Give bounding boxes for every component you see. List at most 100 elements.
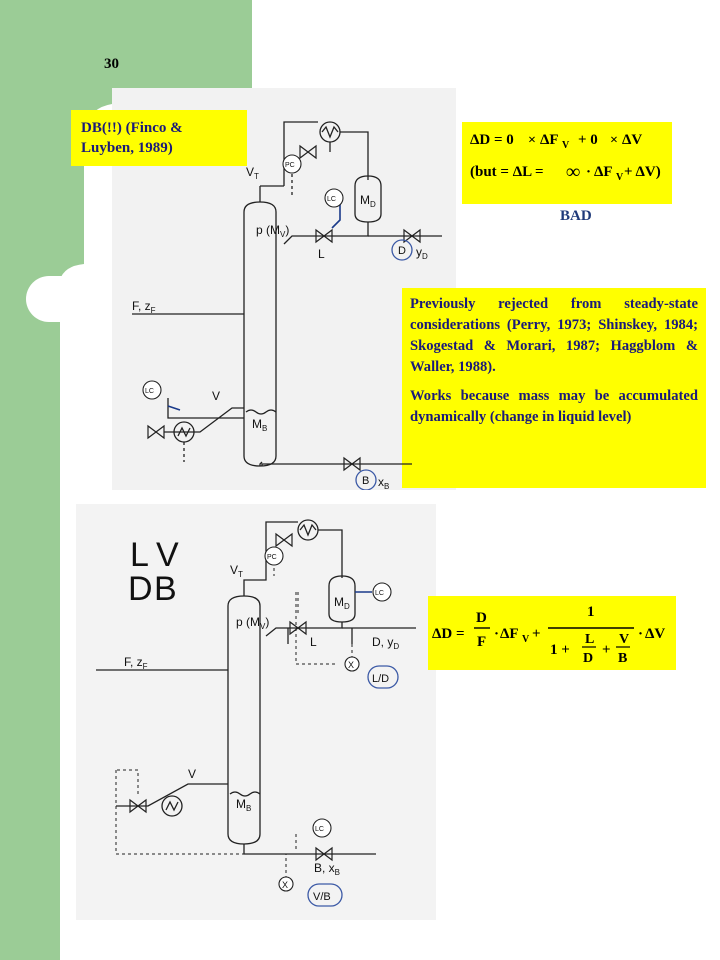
eq-bot-plus: +: [532, 626, 541, 642]
x-bottom-bubble: [278, 876, 294, 892]
l-measurement: [295, 592, 338, 665]
bottom-level-tap: [167, 398, 244, 419]
top-green-block: [60, 0, 252, 88]
eq-top-dot: ·: [586, 164, 591, 180]
reflux-drum-2: [328, 575, 356, 623]
boilup-line: [164, 407, 244, 433]
feed-label-2: F, zF: [124, 655, 148, 671]
pc-label: PC: [285, 162, 295, 169]
condenser-coil-2: [299, 523, 317, 537]
xb-label: xB: [378, 475, 389, 490]
config-l: L: [130, 536, 149, 574]
condenser-coil: [321, 125, 339, 139]
v-label: V: [212, 389, 220, 403]
lc-bottom-label-2: LC: [315, 826, 324, 833]
b-product-circle: [355, 469, 377, 490]
reboiler-coil: [177, 426, 191, 438]
eq-top-line2-c: + ΔV): [624, 164, 661, 180]
condensate-line: [340, 131, 369, 180]
reboiler-coil-2: [165, 800, 179, 812]
column-shell-2: [227, 595, 261, 845]
distillate-valve: [403, 228, 421, 244]
diagram-ld-vb-configuration: L V D B: [96, 519, 416, 907]
mb-label-2: MB: [236, 797, 251, 813]
eq-top-sub-v-1: V: [562, 140, 570, 151]
reboiler-2: [161, 795, 183, 817]
eq-top-times-1: ×: [528, 133, 536, 148]
eq-bot-den-B: B: [618, 651, 627, 666]
feed-label: F, zF: [132, 299, 156, 315]
reflux-valve: [315, 228, 333, 244]
d-label: D: [398, 245, 406, 257]
reflux-line: [283, 222, 369, 245]
pc-label-2: PC: [267, 554, 277, 561]
l-label-2: L: [310, 635, 317, 649]
reflux-drum: [354, 175, 382, 223]
eq-bot-frac-den: F: [477, 634, 486, 650]
vapor-valve-2: [275, 532, 293, 548]
eq-top-times-2: ×: [610, 133, 618, 148]
eq-top-line1-lhs: ΔD = 0: [470, 132, 514, 148]
condensate-line-2: [318, 529, 343, 578]
lc-bottom-bubble-2: [312, 818, 332, 838]
config-d: D: [128, 570, 153, 608]
pc-bubble-2: [264, 546, 284, 566]
eq-bot-lhs: ΔD =: [432, 626, 465, 642]
vb-ratio-signal: [115, 770, 287, 888]
vb-ratio-circle: [307, 883, 343, 907]
lc-bottom-label: LC: [145, 388, 154, 395]
mb-label: MB: [252, 417, 267, 433]
eq-bot-den-plus: +: [602, 642, 611, 658]
reboiler-valve: [147, 424, 165, 440]
eq-bot-den-V: V: [619, 632, 629, 647]
equation-bottom-box: ΔD = D F · ΔF V + 1 1 + L D + V B · ΔV: [428, 596, 676, 670]
eq-top-dv: ΔV: [622, 132, 642, 148]
b-label: B: [362, 475, 369, 487]
eq-bot-sub-v-1: V: [522, 634, 530, 645]
reboiler-valve-2: [129, 798, 147, 814]
pressure-label: p (MV): [256, 223, 289, 239]
vb-ratio-label: V/B: [313, 891, 331, 903]
reflux-line-2: [265, 622, 343, 637]
diagram-db-configuration: VT PC LC MD p (MV) L D yD F, zF LC V MB …: [132, 121, 442, 490]
bottom-liquid-level: [245, 409, 277, 415]
eq-bot-den-one-plus: 1 +: [550, 642, 570, 658]
ld-ratio-circle: [367, 665, 399, 689]
bottoms-outlet: [259, 461, 263, 466]
vt-label: VT: [246, 165, 259, 181]
x-top-label: X: [348, 660, 354, 670]
overhead-line-2: [243, 521, 298, 596]
eq-bot-den-D: D: [583, 651, 593, 666]
bottom-liquid-level-2: [229, 791, 261, 797]
lc-top-bubble-2: [372, 582, 392, 602]
vt-label-2: VT: [230, 563, 243, 579]
l-label: L: [318, 247, 325, 261]
d-product-circle: [391, 239, 413, 261]
citation-note: DB(!!) (Finco & Luyben, 1989): [71, 110, 247, 166]
ld-ratio-label: L/D: [372, 673, 389, 685]
works-text: Works because mass may be accumulated dy…: [410, 388, 698, 425]
v-label-2: V: [188, 767, 196, 781]
bottoms-line-2: [243, 844, 376, 855]
eq-top-dfv-2: ΔF: [594, 164, 613, 180]
eq-bot-one: 1: [587, 604, 595, 620]
config-v: V: [156, 536, 179, 574]
left-green-strip: [0, 0, 60, 960]
condenser: [319, 121, 341, 143]
bottoms-valve-2: [315, 846, 333, 862]
bottom-scan-area: [76, 504, 436, 920]
rejection-text: Previously rejected from steady-state co…: [410, 296, 698, 375]
lc-top-label-2: LC: [375, 590, 384, 597]
condenser-2: [297, 519, 319, 541]
eq-bot-dfv: ΔF: [500, 626, 519, 642]
eq-bot-den-L: L: [585, 632, 594, 647]
bottoms-valve: [343, 456, 361, 472]
pressure-label-2: p (MV): [236, 615, 269, 631]
bad-label: BAD: [560, 208, 592, 224]
bx-label: B, xB: [314, 861, 340, 877]
rejection-note: Previously rejected from steady-state co…: [402, 288, 706, 488]
md-label-2: MD: [334, 595, 350, 611]
vapor-valve: [299, 144, 317, 160]
eq-bot-dv: ΔV: [645, 626, 665, 642]
reboiler-signal: [116, 769, 139, 794]
